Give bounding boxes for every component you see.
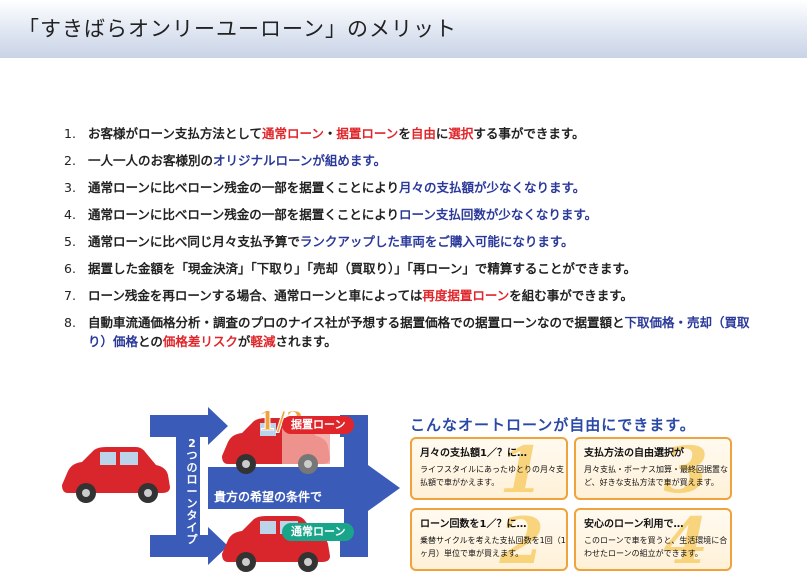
merit-segment: 据置ローン	[336, 126, 399, 141]
merit-text: 一人一人のお客様別のオリジナルローンが組めます。	[88, 151, 764, 170]
merit-segment: 自由	[410, 126, 436, 141]
feature-desc: 月々支払・ボーナス加算・最終回据置など、好きな支払方法で車が買えます。	[584, 465, 728, 487]
merit-text: ローン残金を再ローンする場合、通常ローンと車によっては再度据置ローンを組む事がで…	[88, 286, 764, 305]
feature-desc: 乗替サイクルを考えた支払回数を1回（1ヶ月）単位で車が買えます。	[420, 536, 566, 558]
merit-segment: が	[237, 334, 251, 349]
merit-segment: 再度据置ローン	[422, 288, 510, 303]
merit-segment: ローン支払回数が少なくなります。	[399, 207, 598, 222]
merit-segment: 通常ローンに比べローン残金の一部を据置くことにより	[88, 180, 400, 195]
condition-band	[208, 467, 368, 509]
feature-title: 月々の支払額1／？に…	[420, 448, 527, 459]
arrow-vertical-bar	[176, 415, 200, 557]
feature-desc: このローンで車を買うと、生活環境に合わせたローンの組立ができます。	[584, 536, 728, 558]
feature-number: 3	[663, 437, 708, 500]
merit-segment: 一人一人のお客様別の	[88, 153, 214, 168]
merit-segment: に	[435, 126, 449, 141]
merit-segment: 軽減	[250, 334, 276, 349]
merit-segment: お客様がローン支払方法として	[88, 126, 263, 141]
merit-text: 通常ローンに比べ同じ月々支払予算でランクアップした車両をご購入可能になります。	[88, 232, 764, 251]
merit-number: 1.	[64, 126, 76, 141]
merit-number: 6.	[64, 261, 76, 276]
condition-label: 貴方の希望の条件で	[214, 490, 323, 504]
merit-text: 通常ローンに比べローン残金の一部を据置くことにより月々の支払額が少なくなります。	[88, 178, 764, 197]
merit-segment: を	[398, 126, 411, 141]
feature-number: 4	[663, 508, 708, 571]
merit-segment: ランクアップした車両をご購入可能になります。	[299, 234, 574, 249]
merit-text: 据置した金額を「現金決済」「下取り」「売却（買取り）」「再ローン」で精算すること…	[88, 259, 764, 278]
merit-segment: 選択	[448, 126, 474, 141]
merit-segment: 据置した金額を「現金決済」「下取り」「売却（買取り）」「再ローン」で精算すること…	[88, 261, 637, 276]
feature-box-peace-of-mind: 4 安心のローン利用で… このローンで車を買うと、生活環境に合わせたローンの組立…	[574, 508, 732, 571]
merit-list: 1. お客様がローン支払方法として通常ローン・据置ローンを自由に選択する事ができま…	[64, 124, 764, 359]
tsujo-loan-tag: 通常ローン	[282, 523, 355, 541]
feature-box-payment-method: 3 支払方法の自由選択が 月々支払・ボーナス加算・最終回据置など、好きな支払方法…	[574, 437, 732, 500]
merit-segment: オリジナルローンが組めます。	[213, 153, 387, 168]
merit-segment: を組む事ができます。	[509, 288, 634, 303]
merit-segment: 月々の支払額が少なくなります。	[399, 180, 586, 195]
arrow-bottom-head	[208, 527, 228, 565]
merit-item: 3. 通常ローンに比べローン残金の一部を据置くことにより月々の支払額が少なくなりま…	[64, 178, 764, 197]
merit-segment: する事ができます。	[473, 126, 585, 141]
feature-title: 安心のローン利用で…	[584, 519, 684, 530]
feature-box-monthly: 1 月々の支払額1／？に… ライフスタイルにあったゆとりの月々支払額で車がかえま…	[410, 437, 568, 500]
merit-item: 7. ローン残金を再ローンする場合、通常ローンと車によっては再度据置ローンを組む事…	[64, 286, 764, 305]
merit-segment: 下取価格・売却（買取り）価格	[88, 315, 750, 349]
merit-segment: ・	[323, 126, 337, 141]
merit-text: 自動車流通価格分析・調査のプロのナイス社が予想する据置価格での据置ローンなので据…	[88, 313, 764, 351]
merit-number: 8.	[64, 315, 76, 330]
merit-item: 1. お客様がローン支払方法として通常ローン・据置ローンを自由に選択する事ができま…	[64, 124, 764, 143]
feature-title: ローン回数を1／？に…	[420, 519, 527, 530]
merit-segment: との	[138, 334, 163, 349]
page-header: 「すきばらオンリーユーローン」のメリット	[0, 0, 807, 58]
merit-item: 5. 通常ローンに比べ同じ月々支払予算でランクアップした車両をご購入可能になります…	[64, 232, 764, 251]
merit-number: 7.	[64, 288, 76, 303]
car-top-icon	[222, 418, 330, 474]
merit-number: 4.	[64, 207, 76, 222]
merit-item: 8. 自動車流通価格分析・調査のプロのナイス社が予想する据置価格での据置ローンなの…	[64, 313, 764, 351]
feature-box-count: 2 ローン回数を1／？に… 乗替サイクルを考えた支払回数を1回（1ヶ月）単位で車…	[410, 508, 568, 571]
sueoki-loan-tag: 据置ローン	[282, 416, 355, 434]
feature-number: 1	[499, 437, 544, 500]
feature-desc: ライフスタイルにあったゆとりの月々支払額で車がかえます。	[420, 465, 564, 487]
car-left-icon	[62, 447, 170, 503]
merit-segment: 価格差リスク	[162, 334, 238, 349]
merit-text: 通常ローンに比べローン残金の一部を据置くことによりローン支払回数が少なくなります…	[88, 205, 764, 224]
merit-number: 3.	[64, 180, 76, 195]
merit-segment: 自動車流通価格分析・調査のプロのナイス社が予想する据置価格での据置ローンなので据…	[88, 315, 625, 330]
feature-number: 2	[499, 508, 544, 571]
merit-item: 4. 通常ローンに比べローン残金の一部を据置くことによりローン支払回数が少なくなり…	[64, 205, 764, 224]
merit-segment: されます。	[275, 334, 337, 349]
merit-number: 5.	[64, 234, 76, 249]
feature-title: 支払方法の自由選択が	[584, 448, 684, 459]
page-title: 「すきばらオンリーユーローン」のメリット	[18, 17, 457, 41]
merit-item: 2. 一人一人のお客様別のオリジナルローンが組めます。	[64, 151, 764, 170]
arrow-top-head	[208, 407, 228, 445]
loan-type-vertical-label: 2つのローンタイプ	[186, 437, 198, 546]
merit-item: 6. 据置した金額を「現金決済」「下取り」「売却（買取り）」「再ローン」で精算する…	[64, 259, 764, 278]
feature-subtitle: こんなオートローンが自由にできます。	[410, 416, 696, 434]
merit-segment: 通常ローンに比べローン残金の一部を据置くことにより	[88, 207, 400, 222]
merit-segment: 通常ローン	[262, 126, 324, 141]
merit-text: お客様がローン支払方法として通常ローン・据置ローンを自由に選択する事ができます。	[88, 124, 764, 143]
merit-segment: 通常ローンに比べ同じ月々支払予算で	[88, 234, 300, 249]
merit-number: 2.	[64, 153, 76, 168]
merit-segment: ローン残金を再ローンする場合、通常ローンと車によっては	[88, 288, 423, 303]
arrow-main-head	[368, 465, 400, 511]
